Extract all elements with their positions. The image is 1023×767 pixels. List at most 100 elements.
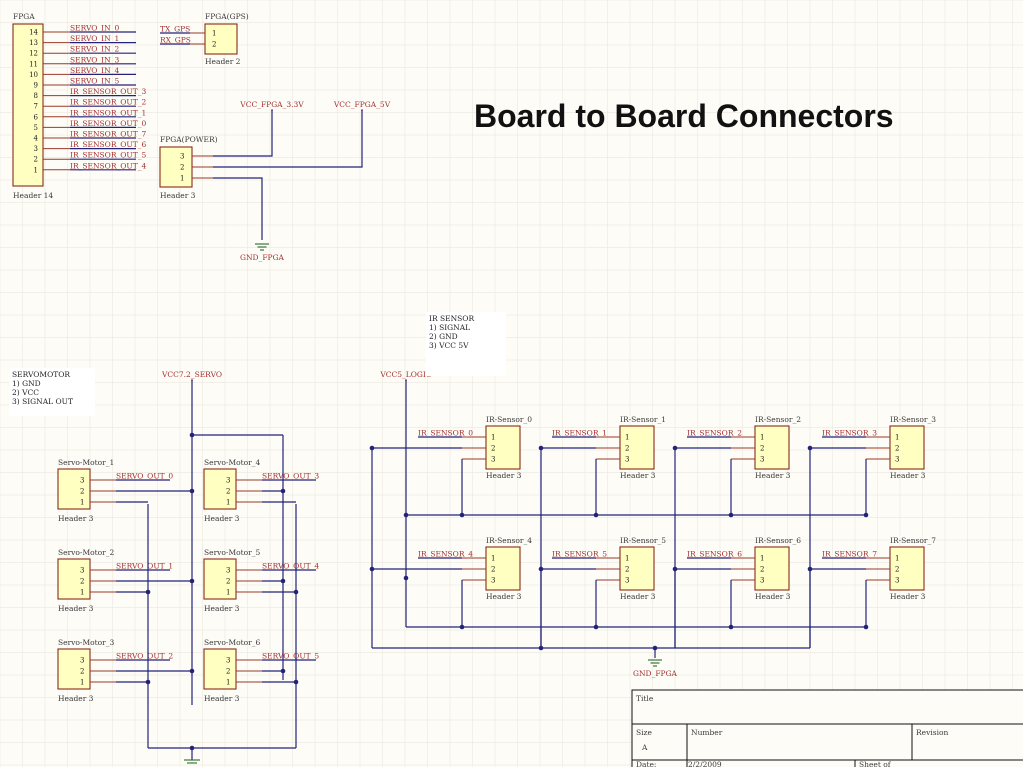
- fpga-header-net-label: IR_SENSOR_OUT_3: [70, 87, 146, 96]
- servo-header-comment: Header 3: [58, 514, 94, 523]
- ir-header-comment: Header 3: [486, 592, 522, 601]
- ir-net-label: IR_SENSOR_3: [822, 429, 877, 438]
- ir-header-pin-number: 2: [895, 566, 899, 574]
- servo-header-pin-number: 3: [80, 657, 84, 665]
- servo-header-designator: Servo-Motor_6: [204, 638, 261, 647]
- servo-net-label: SERVO_OUT_2: [116, 652, 173, 661]
- sheet-title: Board to Board Connectors: [474, 98, 894, 134]
- wire-junction: [280, 578, 286, 584]
- ir-header-designator: IR-Sensor_0: [486, 415, 532, 424]
- note-line: SERVOMOTOR: [12, 370, 71, 379]
- fpga-header-net-label: SERVO_IN_2: [70, 45, 119, 54]
- ir-header-pin-number: 3: [625, 577, 629, 585]
- ir-header-pin-number: 3: [625, 456, 629, 464]
- gps-header-net-label: TX_GPS: [160, 25, 190, 34]
- ir-header-pin-number: 3: [760, 577, 764, 585]
- gps-header-net-label: RX_GPS: [160, 36, 191, 45]
- servo-header-pin-number: 3: [80, 477, 84, 485]
- gps-header-pin-number: 1: [212, 30, 216, 38]
- ir-header-body: [619, 425, 655, 470]
- power-port-label: VCC5_LOGIC: [379, 370, 431, 379]
- servo-header-pin-number: 2: [80, 488, 84, 496]
- ir-header-pin-number: 3: [491, 456, 495, 464]
- wire-junction: [189, 578, 195, 584]
- ir-header-comment: Header 3: [620, 592, 656, 601]
- fpga-header-net-label: IR_SENSOR_OUT_4: [70, 161, 146, 170]
- wire-junction: [189, 488, 195, 494]
- ir-net-label: IR_SENSOR_0: [418, 429, 473, 438]
- servo-header-pin-number: 1: [80, 679, 84, 687]
- servo-header-pin-number: 3: [226, 477, 230, 485]
- note-line: 2) VCC: [12, 388, 39, 397]
- gps-header-designator: FPGA(GPS): [205, 12, 249, 21]
- ir-header-body: [889, 425, 925, 470]
- ir-net-label: IR_SENSOR_5: [552, 550, 607, 559]
- ir-header-pin-number: 3: [895, 577, 899, 585]
- fpga-header-pin-number: 7: [34, 103, 38, 111]
- fpga-header-net-label: IR_SENSOR_OUT_6: [70, 140, 146, 149]
- ir-header-body: [754, 425, 790, 470]
- title-block-date-label: Date:: [636, 760, 656, 767]
- title-block-number-label: Number: [691, 728, 723, 737]
- gps-header-body: [204, 23, 238, 55]
- fpga-header-net-label: IR_SENSOR_OUT_1: [70, 108, 146, 117]
- power-header-pin-number: 2: [180, 164, 184, 172]
- fpga-header-net-label: SERVO_IN_1: [70, 34, 119, 43]
- wire-junction: [538, 645, 544, 651]
- servo-motor-pinout-note: SERVOMOTOR 1) GND 2) VCC 3) SIGNAL OUT: [9, 368, 95, 416]
- ir-header-pin-number: 3: [895, 456, 899, 464]
- ir-header-designator: IR-Sensor_7: [890, 536, 936, 545]
- ir-header-pin-number: 2: [491, 445, 495, 453]
- servo-header-body: [57, 558, 91, 600]
- ir-header-pin-number: 1: [760, 555, 764, 563]
- servo-header-pin-number: 1: [226, 589, 230, 597]
- ir-net-label: IR_SENSOR_1: [552, 429, 607, 438]
- fpga-header-net-label: SERVO_IN_4: [70, 66, 119, 75]
- ir-header-designator: IR-Sensor_5: [620, 536, 666, 545]
- ir-header-pin-number: 2: [895, 445, 899, 453]
- servo-header-designator: Servo-Motor_2: [58, 548, 115, 557]
- ir-header-comment: Header 3: [486, 471, 522, 480]
- wire-junction: [672, 566, 678, 572]
- fpga-header-net-label: IR_SENSOR_OUT_2: [70, 98, 146, 107]
- servo-header-designator: Servo-Motor_3: [58, 638, 115, 647]
- servo-header-body: [57, 468, 91, 510]
- power-header-pin-number: 1: [180, 175, 184, 183]
- servo-header-pin-number: 1: [226, 499, 230, 507]
- note-line: 2) GND: [429, 332, 458, 341]
- ir-net-label: IR_SENSOR_2: [687, 429, 742, 438]
- fpga-header-pin-number: 5: [34, 124, 38, 132]
- servo-header-designator: Servo-Motor_5: [204, 548, 261, 557]
- wire-junction: [672, 445, 678, 451]
- fpga-header-pin-number: 1: [34, 166, 38, 174]
- servo-header-comment: Header 3: [204, 604, 240, 613]
- ir-header-pin-number: 2: [625, 566, 629, 574]
- fpga-header-pin-number: 6: [34, 113, 39, 121]
- servo-header-pin-number: 1: [226, 679, 230, 687]
- ir-header-pin-number: 1: [491, 434, 495, 442]
- fpga-header-body: [12, 23, 44, 187]
- ir-header-body: [619, 546, 655, 591]
- wire-junction: [189, 668, 195, 674]
- servo-header-pin-number: 3: [226, 657, 230, 665]
- ir-header-designator: IR-Sensor_4: [486, 536, 532, 545]
- ir-sensor-pinout-note: IR SENSOR 1) SIGNAL 2) GND 3) VCC 5V: [426, 312, 506, 376]
- ground-net-label: GND_FPGA: [633, 669, 678, 678]
- title-block-sheet-label: Sheet of: [859, 760, 892, 767]
- fpga-header-comment: Header 14: [13, 191, 53, 200]
- ir-header-pin-number: 3: [760, 456, 764, 464]
- ir-header-pin-number: 3: [491, 577, 495, 585]
- gps-header-pin-number: 2: [212, 41, 216, 49]
- wire-junction: [280, 668, 286, 674]
- servo-net-label: SERVO_OUT_1: [116, 562, 173, 571]
- note-line: 3) VCC 5V: [429, 341, 469, 350]
- ir-header-designator: IR-Sensor_2: [755, 415, 801, 424]
- ir-header-body: [754, 546, 790, 591]
- servo-header-pin-number: 2: [80, 578, 84, 586]
- servo-header-pin-number: 2: [226, 488, 230, 496]
- gnd-fpga-wire: [213, 177, 263, 240]
- wire-junction: [807, 566, 813, 572]
- servo-header-comment: Header 3: [204, 514, 240, 523]
- ir-header-comment: Header 3: [755, 471, 791, 480]
